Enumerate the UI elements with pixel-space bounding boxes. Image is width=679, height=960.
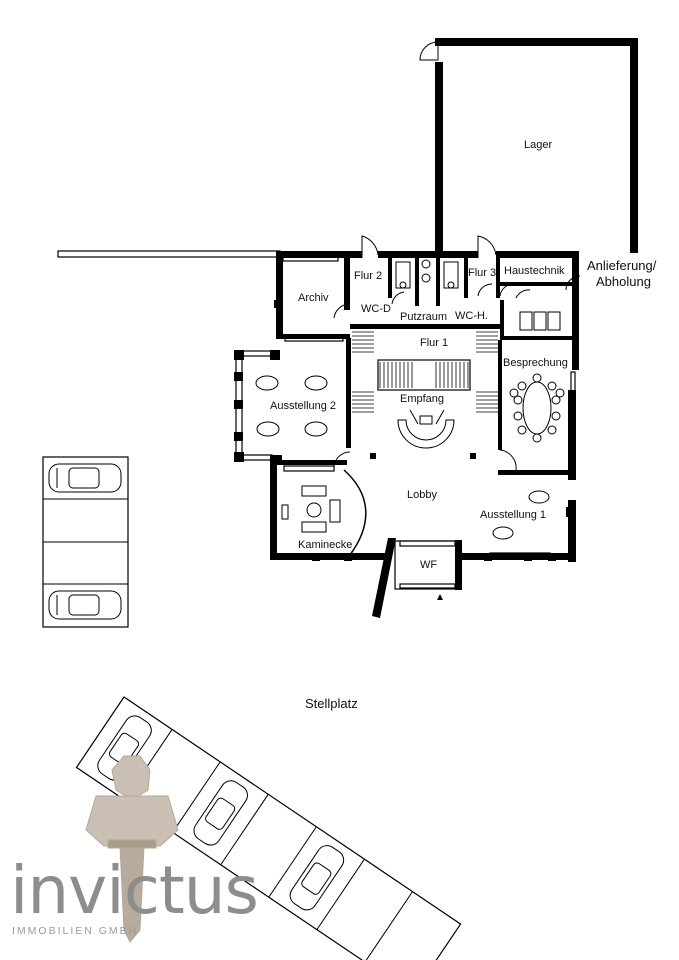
door-swings: [333, 235, 581, 471]
label-lager: Lager: [524, 139, 552, 151]
lager-block: [419, 38, 638, 253]
label-empfang: Empfang: [400, 393, 444, 405]
chair: [532, 433, 542, 443]
chair: [509, 388, 519, 398]
wf-vestibule: [394, 540, 462, 600]
chair: [547, 381, 557, 391]
label-anlieferung-1: Anlieferung/: [587, 258, 657, 273]
furniture: [255, 259, 565, 540]
car-icon: [48, 463, 122, 493]
columns: [274, 300, 576, 561]
interior-walls: [277, 258, 573, 556]
label-stellplatz: Stellplatz: [305, 696, 358, 711]
knight-emblem-icon: [85, 755, 179, 943]
company-logo: invictus IMMOBILIEN GMBH: [10, 755, 259, 943]
chair: [555, 388, 565, 398]
car-icon: [48, 590, 122, 620]
label-anlieferung-2: Abholung: [596, 274, 651, 289]
label-archiv: Archiv: [298, 292, 329, 304]
label-wf: WF: [420, 559, 437, 571]
logo-wordmark: invictus: [10, 852, 258, 929]
car-icon: [193, 780, 248, 846]
stairs: [352, 331, 498, 413]
access-strip: [57, 250, 281, 258]
chair: [513, 411, 523, 421]
chair: [517, 381, 527, 391]
outer-walls: [234, 251, 579, 618]
label-flur3: Flur 3: [468, 267, 496, 279]
label-kaminecke: Kaminecke: [298, 539, 352, 551]
label-ausstellung2: Ausstellung 2: [270, 400, 336, 412]
car-icon: [289, 845, 345, 911]
room-labels: Lager Flur 2 Flur 3 Haustechnik Anliefer…: [270, 139, 657, 711]
label-ausstellung1: Ausstellung 1: [480, 509, 546, 521]
parking-diagonal: [75, 696, 462, 960]
chair: [551, 411, 561, 421]
chair: [547, 425, 557, 435]
label-putzraum: Putzraum: [400, 311, 447, 323]
parking-left: [42, 456, 129, 628]
chair: [551, 395, 561, 405]
chair: [517, 425, 527, 435]
label-besprechung: Besprechung: [503, 357, 568, 369]
chair: [532, 373, 542, 383]
label-wc-h: WC-H.: [455, 310, 488, 322]
label-flur2: Flur 2: [354, 270, 382, 282]
label-haustechnik: Haustechnik: [504, 265, 565, 277]
label-flur1: Flur 1: [420, 337, 448, 349]
label-lobby: Lobby: [407, 489, 437, 501]
label-wc-d: WC-D: [361, 303, 391, 315]
chair: [513, 395, 523, 405]
logo-subtitle: IMMOBILIEN GMBH: [12, 925, 138, 937]
